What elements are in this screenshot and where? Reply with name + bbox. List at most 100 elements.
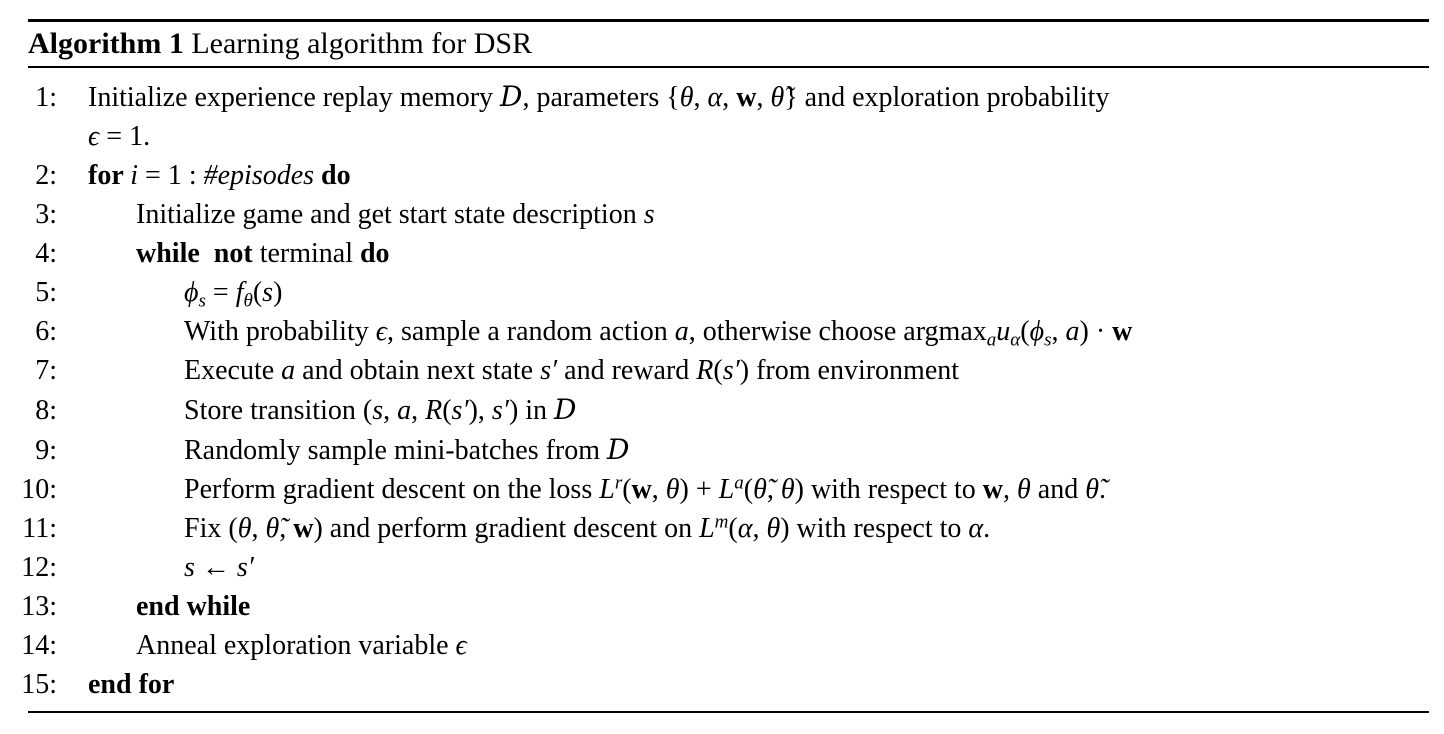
algo-line-2: 2:for i = 1 : #episodes do xyxy=(0,156,1444,195)
line-content: With probability ϵ, sample a random acti… xyxy=(57,312,1444,351)
text-segment: L xyxy=(599,474,615,505)
text-segment: ( xyxy=(743,474,754,505)
algo-line-11: 11:Fix (θ, θ̃, w) and perform gradient d… xyxy=(0,509,1444,548)
line-content: end while xyxy=(57,587,1444,626)
text-segment: With probability xyxy=(184,316,376,347)
text-segment: θ̃ xyxy=(1085,474,1099,505)
algo-line-1: 1:Initialize experience replay memory D,… xyxy=(0,77,1444,156)
text-segment: terminal xyxy=(252,238,360,269)
text-segment: θ xyxy=(1017,474,1031,505)
text-segment: Randomly sample mini-batches from xyxy=(184,435,608,466)
text-segment: s xyxy=(198,290,206,312)
line-content: Fix (θ, θ̃, w) and perform gradient desc… xyxy=(57,509,1444,548)
line-content: ϕs = fθ(s) xyxy=(57,273,1444,312)
line-content: end for xyxy=(57,665,1444,704)
line-number: 15: xyxy=(21,669,57,700)
text-segment: , xyxy=(251,513,266,544)
text-segment: Execute xyxy=(184,355,282,386)
line-content: Initialize game and get start state desc… xyxy=(57,195,1444,234)
line-number: 10: xyxy=(21,474,57,505)
text-segment: θ̃ xyxy=(265,513,280,544)
text-segment: s′ xyxy=(451,395,469,426)
text-segment: R xyxy=(425,395,443,426)
text-segment: , xyxy=(1051,316,1066,347)
line-number: 9: xyxy=(35,435,57,466)
line-number: 14: xyxy=(21,630,57,661)
text-segment: w xyxy=(1112,316,1133,347)
text-segment: s xyxy=(262,277,274,308)
text-segment: while xyxy=(136,238,200,269)
text-segment: s′ xyxy=(491,395,509,426)
bottom-rule xyxy=(28,711,1429,713)
text-segment: α xyxy=(968,513,984,544)
text-segment: θ xyxy=(679,82,694,113)
text-segment: θ xyxy=(766,513,781,544)
text-segment: ) in xyxy=(508,395,555,426)
text-segment xyxy=(200,238,214,269)
text-segment: ) · xyxy=(1079,316,1113,347)
text-segment: and obtain next state xyxy=(295,355,541,386)
text-segment: i xyxy=(130,160,139,191)
text-segment: s xyxy=(643,199,655,230)
text-segment: . xyxy=(1099,474,1106,505)
text-segment: , xyxy=(766,474,781,505)
text-segment: Fix ( xyxy=(184,513,238,544)
text-segment: for xyxy=(88,160,131,191)
text-segment: = 1. xyxy=(99,121,151,152)
text-segment: ) + xyxy=(679,474,719,505)
text-segment: R xyxy=(696,355,714,386)
text-segment: m xyxy=(714,511,729,533)
text-segment: ) with respect to xyxy=(794,474,983,505)
text-segment: , xyxy=(651,474,666,505)
text-segment: θ xyxy=(665,474,680,505)
text-segment: ← xyxy=(194,552,237,583)
text-segment: ( xyxy=(442,395,452,426)
text-segment: r xyxy=(614,472,623,494)
top-rule xyxy=(28,19,1429,22)
line-content: Initialize experience replay memory D, p… xyxy=(57,77,1444,156)
algo-line-10: 10:Perform gradient descent on the loss … xyxy=(0,470,1444,509)
text-segment: ) with respect to xyxy=(780,513,969,544)
text-segment: , xyxy=(752,513,767,544)
line-content: Anneal exploration variable ϵ xyxy=(57,626,1444,665)
text-segment: α xyxy=(1010,329,1021,351)
text-segment: not xyxy=(213,238,253,269)
text-segment: f xyxy=(235,277,244,308)
text-segment: , xyxy=(722,82,737,113)
algo-line-13: 13:end while xyxy=(0,587,1444,626)
algo-line-5: 5:ϕs = fθ(s) xyxy=(0,273,1444,312)
line-number: 5: xyxy=(35,277,57,308)
text-segment: α xyxy=(707,82,723,113)
text-segment: a xyxy=(397,395,412,426)
algorithm-header: Algorithm 1 Learning algorithm for DSR xyxy=(28,27,532,61)
line-content: for i = 1 : #episodes do xyxy=(57,156,1444,195)
text-segment: and reward xyxy=(557,355,697,386)
text-segment: , xyxy=(1003,474,1018,505)
text-segment: θ xyxy=(243,290,253,312)
header-rule xyxy=(28,66,1429,68)
text-segment: θ xyxy=(780,474,795,505)
text-segment: a xyxy=(674,316,689,347)
text-segment: θ xyxy=(237,513,252,544)
text-segment: Initialize game and get start state desc… xyxy=(136,199,644,230)
line-number: 11: xyxy=(22,513,57,544)
text-segment: ( xyxy=(1020,316,1030,347)
text-segment: s′ xyxy=(722,355,740,386)
line-number: 3: xyxy=(35,199,57,230)
text-segment: ( xyxy=(728,513,738,544)
line-content: while not terminal do xyxy=(57,234,1444,273)
algo-line-14: 14:Anneal exploration variable ϵ xyxy=(0,626,1444,665)
text-segment: , xyxy=(411,395,426,426)
text-segment: , xyxy=(693,82,708,113)
text-segment: end for xyxy=(88,669,175,700)
algorithm-body: 1:Initialize experience replay memory D,… xyxy=(0,77,1444,704)
text-segment: ϕ xyxy=(1029,316,1045,347)
text-segment: s xyxy=(372,395,384,426)
text-segment: ( xyxy=(622,474,632,505)
line-number: 13: xyxy=(21,591,57,622)
algo-line-4: 4:while not terminal do xyxy=(0,234,1444,273)
algo-line-9: 9:Randomly sample mini-batches from D xyxy=(0,430,1444,470)
line-content: Randomly sample mini-batches from D xyxy=(57,430,1444,470)
line-content: s ← s′ xyxy=(57,548,1444,587)
